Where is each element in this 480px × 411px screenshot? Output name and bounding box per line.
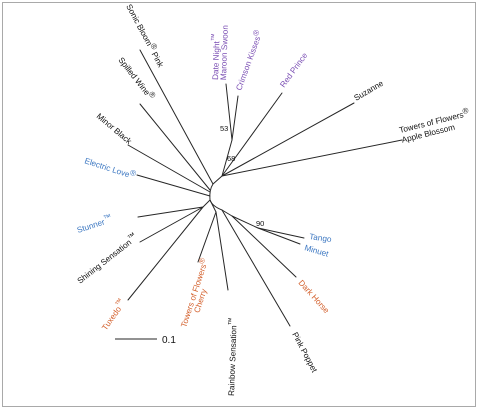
bootstrap-90: 90 xyxy=(256,219,264,228)
leaf-label-towers-cherry: Towers of Flowers® Cherry xyxy=(176,254,218,331)
branch-towers-cherry xyxy=(197,211,217,263)
figure-border xyxy=(2,2,476,407)
branch-spilled-wine xyxy=(139,103,211,191)
branch-crimson-kisses xyxy=(231,95,239,141)
branch-suzanne xyxy=(221,102,355,177)
leaf-label-electric-love: Electric Love® xyxy=(83,153,137,181)
internal-branch xyxy=(209,199,223,211)
scale-label: 0.1 xyxy=(162,335,176,346)
internal-branch xyxy=(221,139,233,177)
branch-tango xyxy=(257,227,305,239)
internal-branch xyxy=(231,215,259,229)
leaf-label-suzanne: Suzanne xyxy=(353,79,386,103)
leaf-label-minor-black: Minor Black xyxy=(95,112,134,147)
bootstrap-53: 53 xyxy=(220,124,228,133)
leaf-label-pink-poppet: Pink Poppet xyxy=(290,331,319,375)
leaf-label-crimson-kisses: Crimson Kisses® xyxy=(232,28,265,91)
internal-branch xyxy=(209,183,214,201)
branch-red-prince xyxy=(221,92,283,177)
internal-branch xyxy=(202,199,211,208)
leaf-label-minuet: Minuet xyxy=(303,243,330,259)
leaf-label-spilled-wine: Spilled Wine® xyxy=(116,54,157,102)
branch-stunner xyxy=(137,206,204,218)
branch-date-night xyxy=(225,83,233,141)
leaf-label-stunner: Stunner™ xyxy=(75,212,114,235)
leaf-label-towers-apple-blossom: Towers of Flowers® Apple Blossom xyxy=(398,105,475,144)
branch-sonic-bloom xyxy=(139,49,214,185)
tree-branches xyxy=(127,49,403,327)
bootstrap-68: 68 xyxy=(227,154,235,163)
internal-branch xyxy=(209,199,217,213)
branch-minuet xyxy=(257,227,301,245)
leaf-label-rainbow-sensation: Rainbow Sensation™ xyxy=(224,317,239,396)
leaf-label-dark-horse: Dark Horse xyxy=(297,278,332,315)
leaf-label-date-night: Date Night™ Maroon Swoon xyxy=(208,24,230,80)
internal-branch xyxy=(221,209,233,217)
leaf-label-tuxedo: Tuxedo™ xyxy=(98,297,128,333)
branch-minor-black xyxy=(127,144,211,193)
leaf-label-shining-sensation: Shining Sensation™ xyxy=(74,231,140,286)
leaf-labels: Sonic Bloom® Pink Date Night™ Maroon Swo… xyxy=(74,1,475,396)
branch-electric-love xyxy=(136,174,211,197)
internal-branch xyxy=(212,175,223,185)
branch-shining xyxy=(139,206,204,243)
leaf-label-sonic-bloom: Sonic Bloom® Pink xyxy=(124,1,168,69)
leaf-label-tango: Tango xyxy=(309,232,333,244)
leaf-label-red-prince: Red Prince xyxy=(278,51,309,89)
branch-towers-apple xyxy=(221,139,403,177)
branch-rainbow xyxy=(215,211,229,291)
branch-tuxedo xyxy=(127,206,204,301)
branch-dark-horse xyxy=(231,215,297,278)
branch-pink-poppet xyxy=(221,209,291,327)
